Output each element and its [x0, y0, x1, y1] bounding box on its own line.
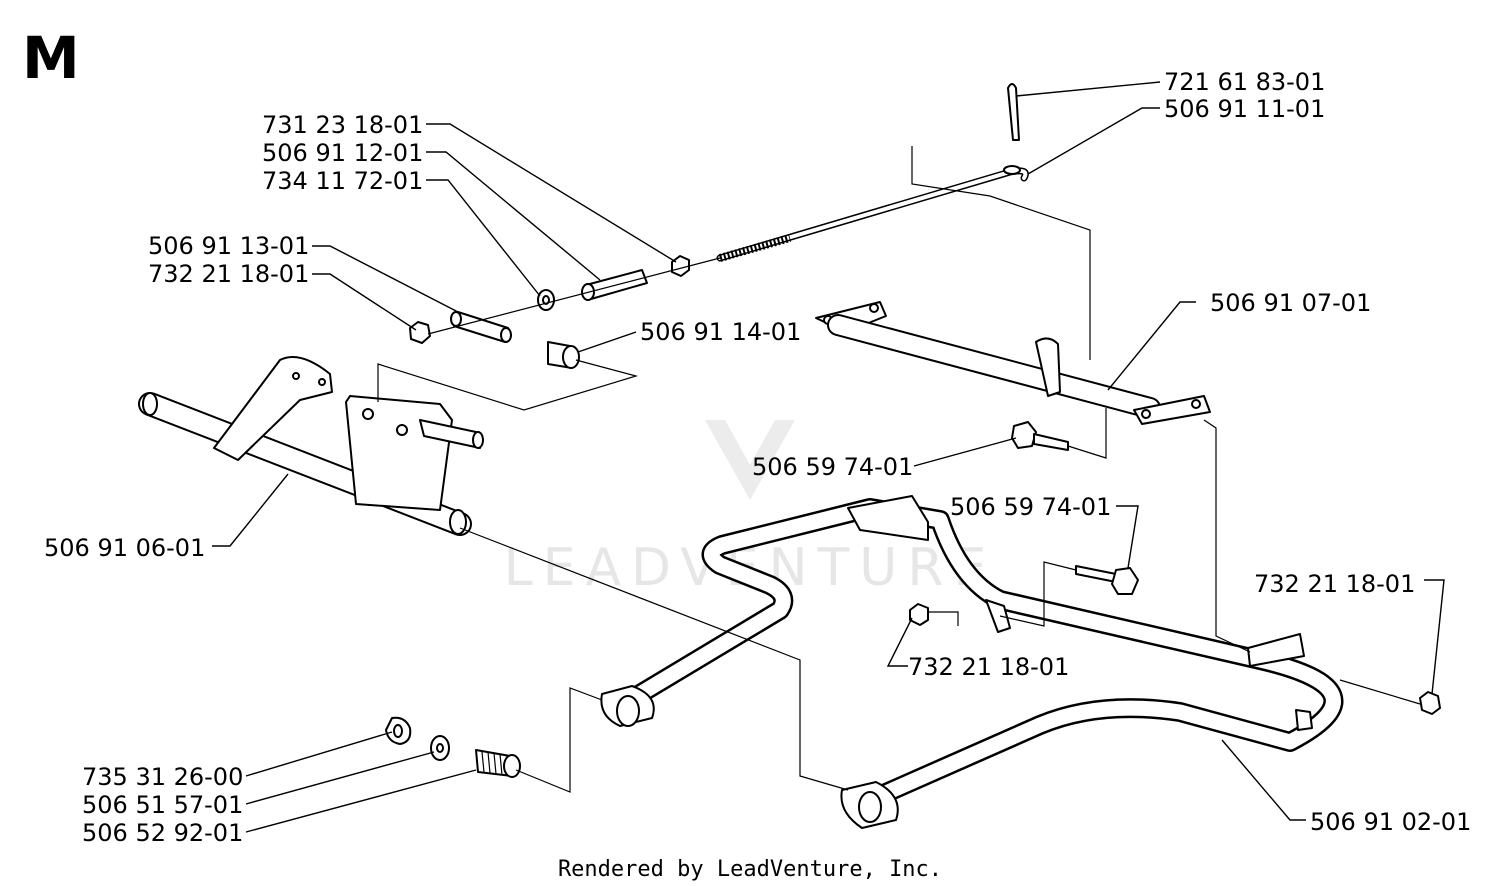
- part-label: 731 23 18-01: [262, 111, 423, 139]
- washer-506-51-drawing: [430, 735, 450, 761]
- part-label: 506 59 74-01: [950, 493, 1111, 521]
- control-rod-drawing: [716, 165, 1029, 262]
- part-label: 732 21 18-01: [148, 260, 309, 288]
- nut-732-right-drawing: [1419, 691, 1441, 715]
- part-label: 506 91 02-01: [1310, 808, 1471, 836]
- shaft-assembly-drawing: [815, 301, 1211, 425]
- part-label: 732 21 18-01: [1254, 570, 1415, 598]
- pin-506-91-13-drawing: [450, 311, 512, 343]
- footer-credit: Rendered by LeadVenture, Inc.: [558, 857, 942, 882]
- part-label: 506 91 06-01: [44, 534, 205, 562]
- part-label: 506 91 13-01: [148, 232, 309, 260]
- snap-ring-drawing: [385, 716, 412, 745]
- part-label: 506 91 12-01: [262, 139, 423, 167]
- part-label: 506 52 92-01: [82, 819, 243, 847]
- washer-734-drawing: [537, 289, 555, 311]
- part-label: 506 91 14-01: [640, 318, 801, 346]
- part-labels: 721 61 83-01 506 91 11-01 731 23 18-01 5…: [44, 68, 1471, 847]
- part-label: 506 59 74-01: [752, 453, 913, 481]
- nut-731-drawing: [671, 255, 690, 277]
- section-letter: M: [22, 24, 80, 92]
- part-label: 735 31 26-00: [82, 763, 243, 791]
- assembly-lines: [212, 81, 1445, 833]
- part-label: 506 91 11-01: [1164, 95, 1325, 123]
- cotter-pin-drawing: [1007, 83, 1020, 141]
- nut-732-center-drawing: [909, 603, 929, 626]
- part-label: 734 11 72-01: [262, 167, 423, 195]
- lift-arm-drawing: [600, 495, 1344, 829]
- part-label: 732 21 18-01: [908, 653, 1069, 681]
- part-label: 506 91 07-01: [1210, 289, 1371, 317]
- threaded-bushing-drawing: [475, 749, 521, 778]
- part-label: 506 51 57-01: [82, 791, 243, 819]
- bolt-lower-drawing: [1075, 565, 1139, 595]
- bolt-upper-drawing: [1011, 421, 1069, 451]
- left-frame-drawing: [138, 356, 484, 536]
- nut-732-left-drawing: [409, 321, 431, 344]
- bushing-drawing: [547, 341, 580, 369]
- watermark-logo-icon: [705, 420, 795, 500]
- part-label: 721 61 83-01: [1164, 68, 1325, 96]
